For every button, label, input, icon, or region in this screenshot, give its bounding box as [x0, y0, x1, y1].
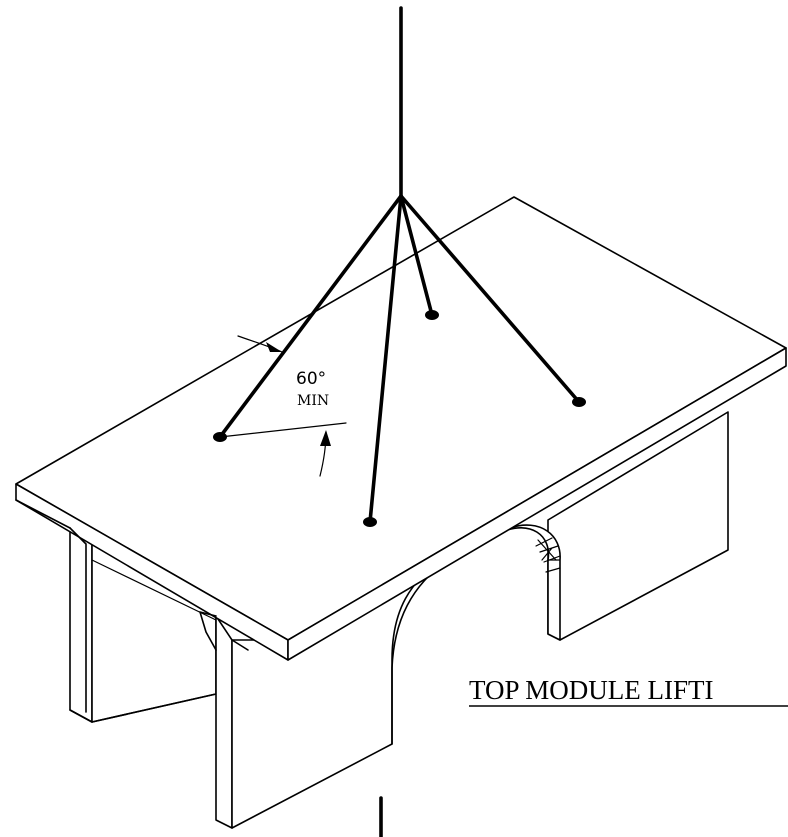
angle-qualifier: MIN — [297, 393, 329, 409]
deck-slab — [15, 196, 787, 713]
sling-set — [218, 194, 581, 524]
angle-label: 60° — [296, 369, 326, 389]
diagram-title: TOP MODULE LIFTI — [469, 675, 714, 705]
lift-points — [213, 310, 586, 527]
right-leg — [501, 411, 729, 641]
angle-dimension — [219, 335, 347, 477]
